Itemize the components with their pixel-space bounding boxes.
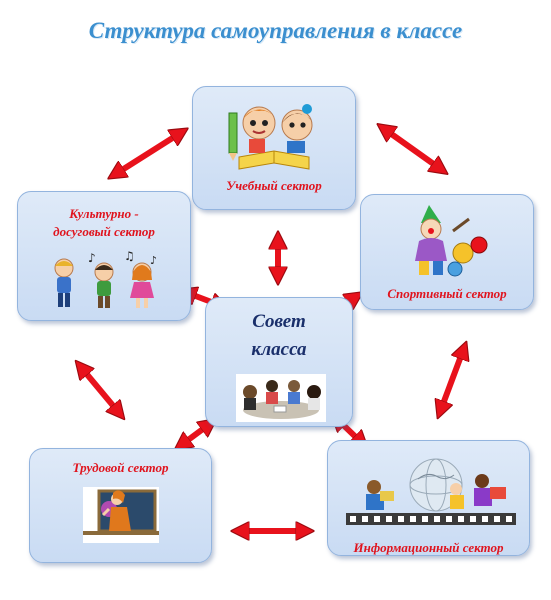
svg-text:♪: ♪ (150, 254, 157, 267)
diagram-title: Структура самоуправления в классе (88, 18, 463, 43)
clown-with-balls-illustration (415, 205, 488, 277)
class-council-label-line1: Совет (252, 311, 306, 332)
study-sector-box: Учебный сектор (192, 86, 356, 210)
info-sector-box: Информационный сектор (327, 440, 530, 556)
meeting-illustration (236, 374, 326, 422)
arrow-sport-info (440, 348, 464, 412)
labour-sector-box: Трудовой сектор (29, 448, 212, 563)
study-sector-label: Учебный сектор (226, 178, 322, 193)
culture-sector-label-line2: досуговый сектор (53, 224, 155, 239)
sport-sector-box: Спортивный сектор (360, 194, 534, 310)
culture-sector-box: Культурно - досуговый сектор ♪ ♫ ♪ (17, 191, 191, 321)
globe-and-readers-illustration (346, 458, 516, 525)
svg-text:♫: ♫ (124, 250, 135, 263)
children-reading-illustration (228, 104, 313, 170)
arrow-study-sport (383, 128, 442, 170)
labour-sector-label: Трудовой сектор (72, 460, 169, 475)
arrow-culture-labour (80, 366, 120, 414)
info-sector-label: Информационный сектор (353, 540, 504, 555)
arrow-center-labour (180, 423, 211, 446)
cleaning-board-illustration (83, 487, 159, 543)
class-council-box: Совет класса (205, 297, 353, 427)
class-council-label-line2: класса (251, 339, 307, 360)
sport-sector-label: Спортивный сектор (387, 286, 507, 301)
culture-sector-label-line1: Культурно - (69, 206, 139, 221)
svg-text:♪: ♪ (88, 251, 96, 265)
arrow-study-culture (114, 132, 182, 175)
dancing-children-illustration: ♪ ♫ ♪ (54, 250, 157, 308)
